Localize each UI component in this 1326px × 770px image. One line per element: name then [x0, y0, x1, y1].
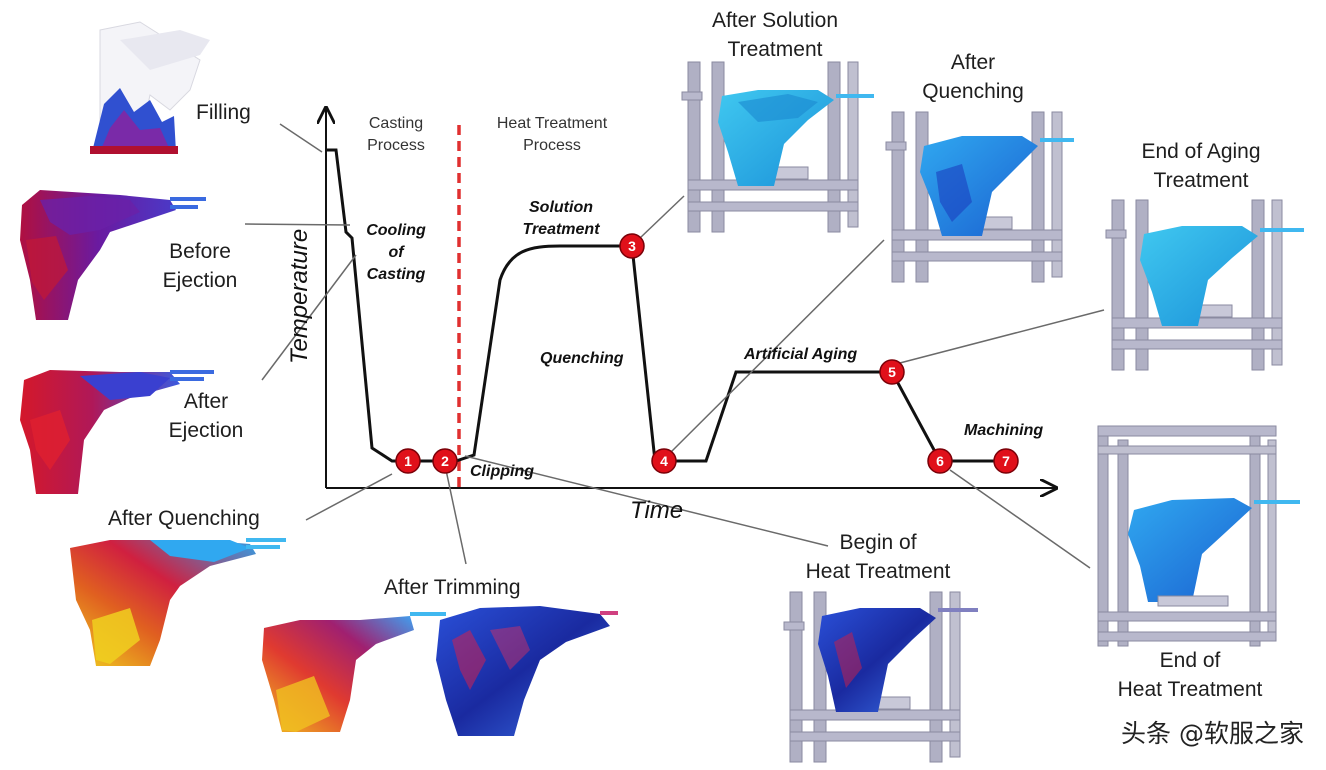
step-marker-4: 4: [651, 448, 677, 474]
after-solution-illustration: [681, 61, 874, 233]
after-quenching-frame-illustration: [885, 111, 1074, 283]
after-solution-label: After Solution Treatment: [711, 9, 839, 61]
quenching-curve-label: Quenching: [540, 350, 624, 367]
step-marker-3: 3: [619, 233, 645, 259]
watermark: 头条 @软服之家: [1121, 719, 1304, 748]
step-marker-number: 7: [1002, 453, 1010, 469]
leader-lines: [244, 123, 1105, 569]
after-trimming-illustration: [262, 606, 618, 736]
step-marker-number: 4: [660, 453, 668, 469]
clipping-label: Clipping: [470, 463, 534, 480]
step-marker-2: 2: [432, 448, 458, 474]
step-marker-6: 6: [927, 448, 953, 474]
heat-treatment-process-label: Heat Treatment Process: [496, 115, 608, 154]
casting-process-label: Casting Process: [367, 115, 425, 154]
end-of-heat-treatment-illustration: [1097, 425, 1300, 647]
step-marker-5: 5: [879, 359, 905, 385]
end-of-aging-label: End of Aging Treatment: [1141, 140, 1261, 192]
after-quenching-frame-label: After Quenching: [922, 51, 1024, 103]
after-ejection-label: After Ejection: [168, 390, 244, 442]
after-quenching-label: After Quenching: [108, 507, 260, 530]
begin-heat-treatment-label: Begin of Heat Treatment: [805, 531, 951, 583]
filling-label: Filling: [196, 101, 251, 124]
step-markers: 1 2 3 4 5 6 7: [395, 233, 1019, 474]
after-trimming-label: After Trimming: [384, 576, 521, 599]
after-quenching-illustration: [70, 538, 286, 666]
temperature-curve: [326, 148, 1006, 463]
solution-treatment-label: Solution Treatment: [522, 199, 600, 238]
machining-label: Machining: [964, 422, 1044, 439]
step-marker-number: 5: [888, 364, 896, 380]
step-marker-number: 1: [404, 453, 412, 469]
step-marker-number: 6: [936, 453, 944, 469]
before-ejection-illustration: [20, 190, 206, 320]
step-marker-7: 7: [993, 448, 1019, 474]
end-of-aging-illustration: [1105, 199, 1304, 371]
step-marker-number: 2: [441, 453, 449, 469]
y-axis-label: Temperature: [286, 228, 313, 364]
after-ejection-illustration: [20, 370, 214, 494]
step-marker-1: 1: [395, 448, 421, 474]
aging-label: Artificial Aging: [744, 346, 858, 363]
begin-heat-treatment-illustration: [783, 591, 978, 763]
cooling-label: Cooling of Casting: [366, 222, 426, 283]
before-ejection-label: Before Ejection: [162, 240, 238, 292]
step-marker-number: 3: [628, 238, 636, 254]
x-axis-label: Time: [630, 497, 684, 524]
filling-illustration: [90, 21, 210, 154]
end-of-heat-treatment-label: End of Heat Treatment: [1117, 649, 1263, 701]
